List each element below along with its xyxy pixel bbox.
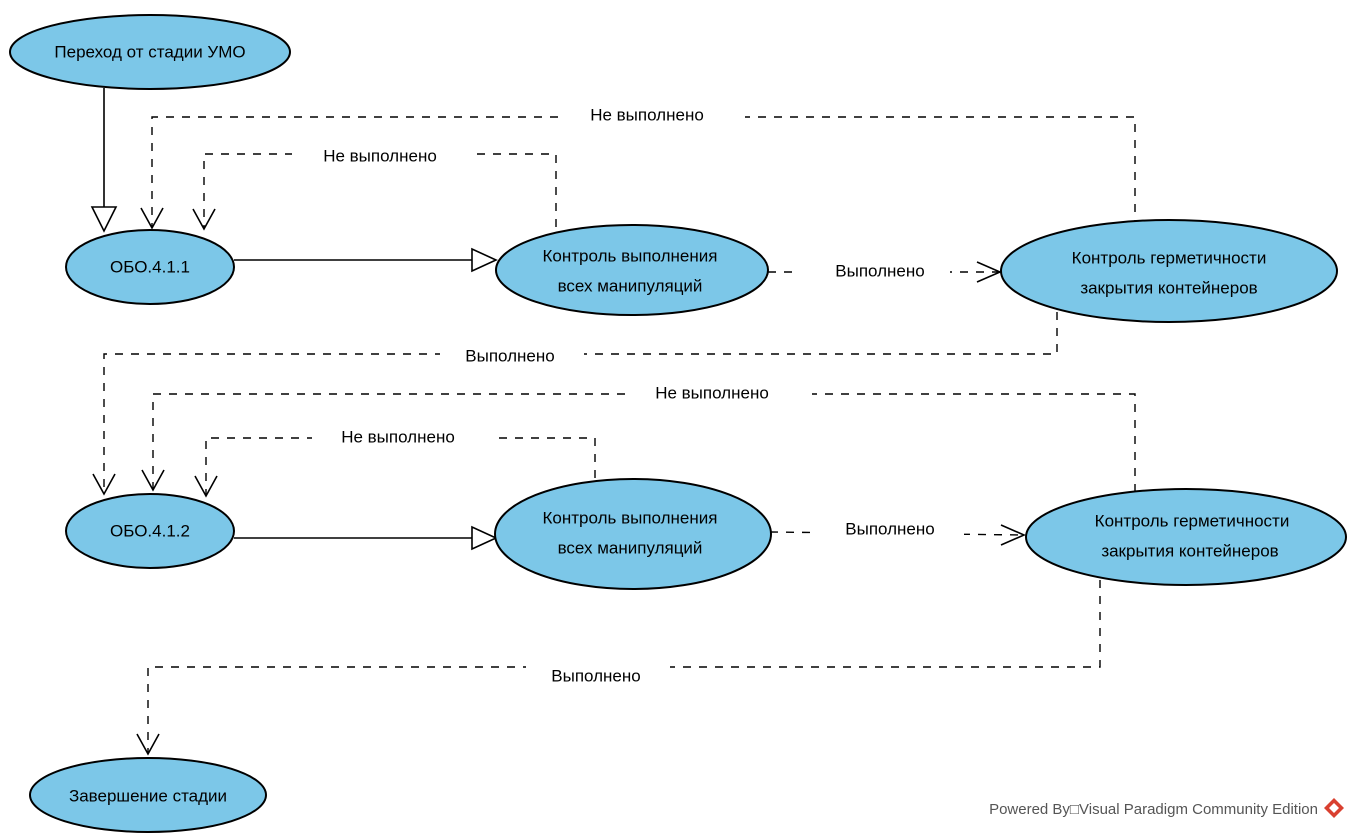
node-herm2[interactable]: Контроль герметичности закрытия контейне… <box>1025 488 1347 586</box>
open-arrowhead-icon <box>1000 524 1027 546</box>
hollow-arrowhead-icon <box>471 247 498 273</box>
node-obo2[interactable]: ОБО.4.1.2 <box>65 493 235 569</box>
node-ctrl1-label-2: всех манипуляций <box>558 276 703 295</box>
open-arrowhead-icon <box>141 469 165 492</box>
node-obo2-label: ОБО.4.1.2 <box>110 521 190 540</box>
edge-label: Выполнено <box>835 261 924 280</box>
edge-herm2-to-end-ok[interactable]: Выполнено <box>136 580 1101 756</box>
node-start[interactable]: Переход от стадии УМО <box>9 14 291 90</box>
node-herm2-label-2: закрытия контейнеров <box>1101 541 1278 560</box>
edge-herm2-to-obo2-fail[interactable]: Не выполнено <box>141 381 1136 492</box>
edge-label: Не выполнено <box>590 105 704 124</box>
edge-label: Не выполнено <box>655 383 769 402</box>
node-end[interactable]: Завершение стадии <box>29 757 267 833</box>
node-end-label: Завершение стадии <box>69 786 227 805</box>
node-ctrl2-label-2: всех манипуляций <box>558 538 703 557</box>
node-herm1-label-1: Контроль герметичности <box>1072 248 1267 267</box>
edge-label: Выполнено <box>551 666 640 685</box>
node-ctrl2[interactable]: Контроль выполнения всех манипуляций <box>494 478 772 590</box>
edge-label: Выполнено <box>845 519 934 538</box>
node-ctrl1-label-1: Контроль выполнения <box>543 246 718 265</box>
hollow-arrowhead-icon <box>90 206 118 233</box>
edge-start-to-obo1[interactable] <box>90 88 118 233</box>
node-ctrl1[interactable]: Контроль выполнения всех манипуляций <box>495 224 769 316</box>
node-obo1-label: ОБО.4.1.1 <box>110 257 190 276</box>
node-ctrl2-label-1: Контроль выполнения <box>543 508 718 527</box>
edge-ctrl2-to-obo2-fail[interactable]: Не выполнено <box>194 426 596 498</box>
open-arrowhead-icon <box>194 475 218 498</box>
edge-herm1-to-obo1-fail[interactable]: Не выполнено <box>140 104 1136 230</box>
node-herm1[interactable]: Контроль герметичности закрытия контейне… <box>1000 219 1338 323</box>
edge-herm1-to-obo2-ok[interactable]: Выполнено <box>92 312 1058 496</box>
node-start-label: Переход от стадии УМО <box>54 42 245 61</box>
edge-label: Не выполнено <box>323 146 437 165</box>
open-arrowhead-icon <box>92 473 116 496</box>
edge-ctrl1-to-obo1-fail[interactable]: Не выполнено <box>192 142 557 231</box>
node-herm2-label-1: Контроль герметичности <box>1095 511 1290 530</box>
visual-paradigm-logo-icon <box>1324 798 1344 818</box>
footer-text: Powered By□Visual Paradigm Community Edi… <box>989 801 1318 818</box>
edge-ctrl1-to-herm1-ok[interactable]: Выполнено <box>768 259 1003 285</box>
edge-label: Не выполнено <box>341 427 455 446</box>
footer: Powered By□Visual Paradigm Community Edi… <box>989 798 1344 818</box>
node-herm1-label-2: закрытия контейнеров <box>1080 278 1257 297</box>
edge-obo2-to-ctrl2[interactable] <box>234 525 498 551</box>
open-arrowhead-icon <box>976 261 1003 283</box>
open-arrowhead-icon <box>140 207 164 230</box>
open-arrowhead-icon <box>192 208 216 231</box>
open-arrowhead-icon <box>136 733 160 756</box>
node-obo1[interactable]: ОБО.4.1.1 <box>65 229 235 305</box>
edge-obo1-to-ctrl1[interactable] <box>234 247 498 273</box>
edge-label: Выполнено <box>465 346 554 365</box>
hollow-arrowhead-icon <box>471 525 498 551</box>
edge-ctrl2-to-herm2-ok[interactable]: Выполнено <box>769 517 1027 546</box>
